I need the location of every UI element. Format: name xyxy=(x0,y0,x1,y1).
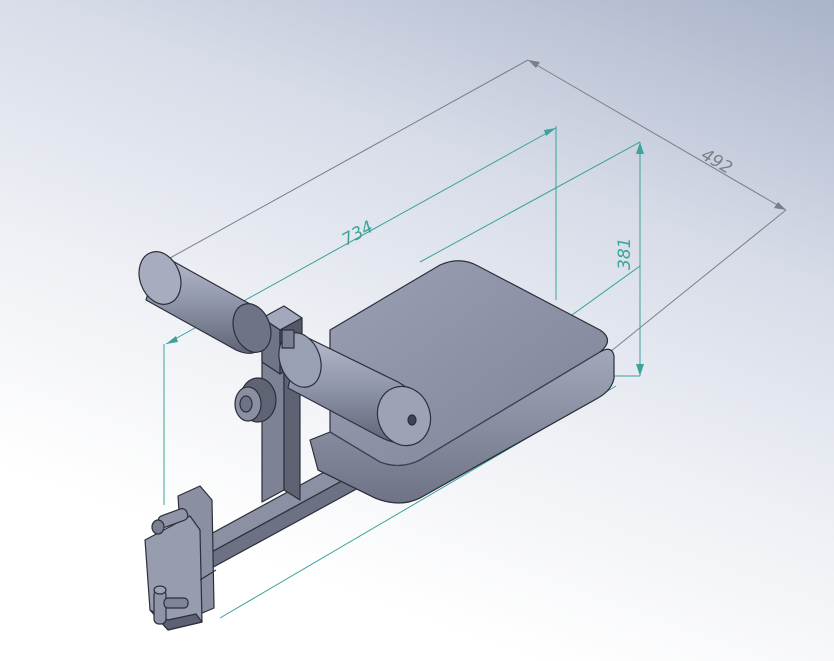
locking-pin[interactable] xyxy=(153,585,189,625)
arrow-icon xyxy=(636,142,644,154)
arrow-icon xyxy=(544,128,556,136)
arrow-icon xyxy=(528,60,540,68)
bolt xyxy=(199,569,217,581)
extension-line xyxy=(169,59,529,259)
leg-extension-attachment[interactable] xyxy=(132,246,615,631)
roller-axle-hole xyxy=(407,414,417,426)
arrow-icon xyxy=(166,336,178,344)
adjustment-knob[interactable] xyxy=(234,377,277,423)
dimension-label-381: 381 xyxy=(615,238,635,270)
dimension-line xyxy=(527,59,787,211)
front-roller[interactable] xyxy=(272,327,439,453)
arrow-icon xyxy=(774,202,786,210)
arrow-icon xyxy=(636,364,644,376)
roller-axle xyxy=(281,329,295,349)
rear-roller[interactable] xyxy=(132,246,277,358)
extension-line xyxy=(419,141,641,263)
pin-handle[interactable] xyxy=(151,507,189,535)
dimension-label-492: 492 xyxy=(698,145,736,179)
extension-line xyxy=(599,209,787,361)
dimension-381[interactable]: 381 xyxy=(419,141,644,411)
